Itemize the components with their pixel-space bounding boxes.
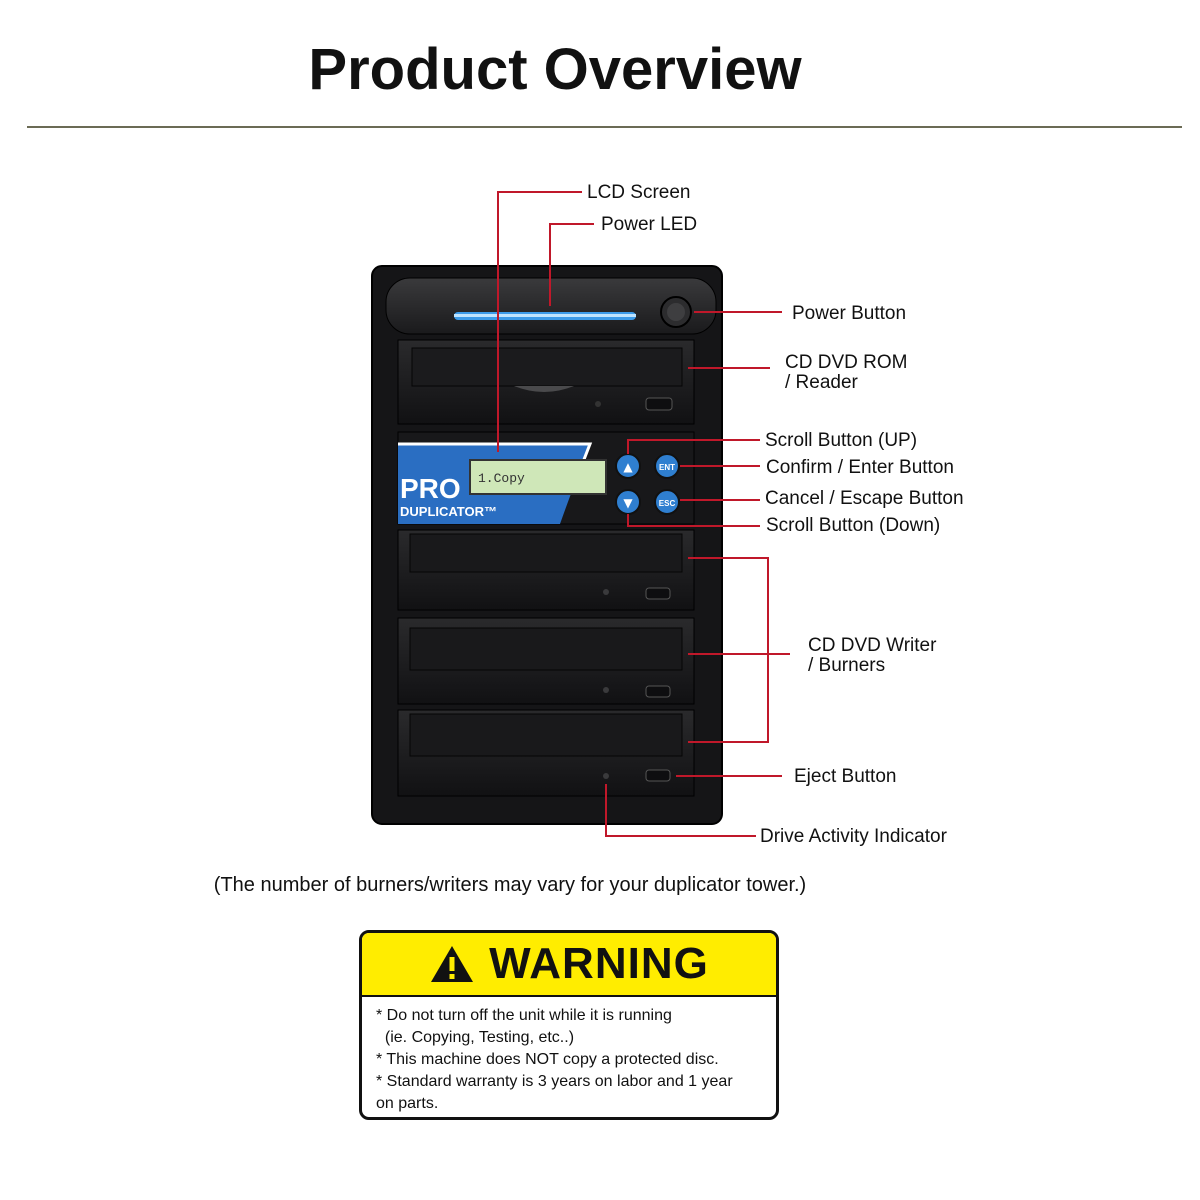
enter-button[interactable]: [654, 453, 680, 479]
page-title: Product Overview: [308, 37, 802, 102]
label-activity: Drive Activity Indicator: [760, 826, 947, 847]
warning-header: WARNING: [362, 933, 776, 997]
label-writer-line1: CD DVD Writer: [808, 635, 937, 656]
writer-bay-2: [397, 617, 695, 705]
warning-line: (ie. Copying, Testing, etc..): [376, 1029, 575, 1046]
enter-button-label: ENT: [659, 463, 675, 472]
label-scroll-up: Scroll Button (UP): [765, 430, 918, 451]
footnote: (The number of burners/writers may vary …: [213, 874, 807, 896]
label-scroll-down: Scroll Button (Down): [766, 515, 941, 536]
escape-button[interactable]: [654, 489, 680, 515]
label-lcd-screen: LCD Screen: [587, 182, 691, 203]
warning-title: WARNING: [489, 939, 709, 988]
brand-pro: PRO: [400, 473, 461, 504]
warning-line: * Do not turn off the unit while it is r…: [376, 1007, 672, 1024]
warning-line: * Standard warranty is 3 years on labor …: [376, 1073, 733, 1090]
warning-text: * Do not turn off the unit while it is r…: [362, 997, 776, 1117]
lcd-text: 1.Copy: [478, 471, 525, 486]
scroll-up-icon: ▲: [623, 460, 633, 474]
lcd-screen: [469, 459, 607, 495]
label-escape: Cancel / Escape Button: [765, 488, 964, 509]
writer-bay-1: [397, 529, 695, 611]
label-eject: Eject Button: [794, 766, 897, 787]
label-reader-line1: CD DVD ROM: [785, 352, 908, 373]
leader-lines: [497, 191, 790, 837]
label-power-button: Power Button: [792, 303, 907, 324]
writer-bay-3: [397, 709, 695, 797]
warning-line: on parts.: [376, 1095, 439, 1112]
label-power-led: Power LED: [601, 214, 698, 235]
escape-button-label: ESC: [659, 499, 676, 508]
warning-box: WARNING * Do not turn off the unit while…: [359, 930, 779, 1120]
label-writer-line2: / Burners: [808, 655, 886, 676]
warning-line: * This machine does NOT copy a protected…: [376, 1051, 719, 1068]
label-enter: Confirm / Enter Button: [766, 457, 954, 478]
label-reader-line2: / Reader: [785, 372, 858, 393]
title-divider: [27, 126, 1182, 128]
brand-duplicator: DUPLICATOR™: [400, 504, 497, 519]
scroll-down-icon: ▼: [623, 496, 633, 510]
warning-icon: [431, 946, 474, 982]
